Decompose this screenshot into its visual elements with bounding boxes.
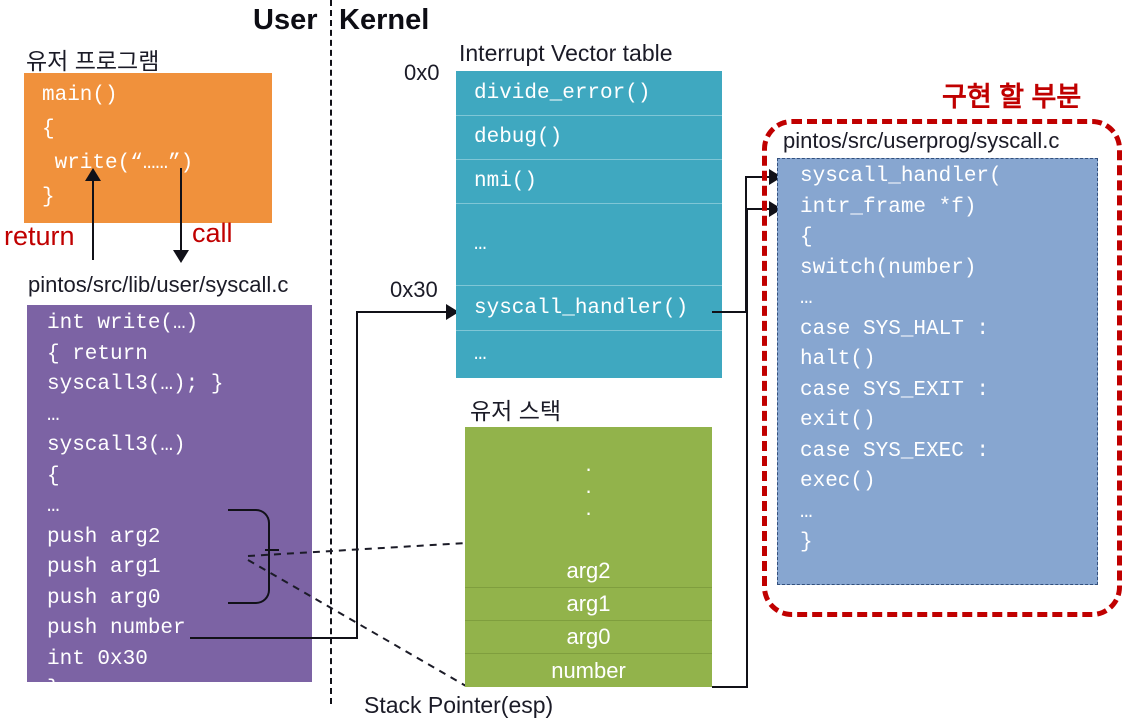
implementation-callout-label: 구현 할 부분 [942,82,1082,112]
push-args-brace-tip [265,549,279,551]
kernel-syscall-code: syscall_handler( intr_frame *f) { switch… [800,165,1002,554]
ivt-box: divide_error() debug() nmi() … syscall_h… [456,71,722,378]
return-arrow-head-icon [85,168,101,181]
kernel-side-label: Kernel [339,4,430,36]
stack-to-handler-line-vertical [746,208,748,688]
user-program-code: main() { write(“……”) } [42,84,194,209]
user-program-title: 유저 프로그램 [26,48,160,74]
stack-dot: · [584,478,593,503]
ivt-address-syscall: 0x30 [390,277,438,302]
user-stack-title: 유저 스택 [470,398,562,424]
ivt-to-handler-line-horizontal-upper [745,176,777,178]
stack-to-handler-line-horizontal-upper [746,208,777,210]
stack-pointer-label: Stack Pointer(esp) [364,692,554,718]
int-trap-arrow-head-icon [446,304,459,320]
user-stack-row: arg1 [465,588,712,621]
ivt-row: debug() [456,116,722,160]
ivt-row: … [456,204,722,286]
user-stack-row: arg0 [465,621,712,654]
lib-syscall-box: int write(…) { return syscall3(…); } … s… [27,305,312,701]
user-stack-row-number: number [551,657,626,683]
int-trap-line-horizontal-lower [190,637,358,639]
call-label: call [192,218,233,248]
user-program-box: main() { write(“……”) } [24,73,272,223]
user-stack-box: · · · arg2 arg1 arg0 number [465,427,712,687]
lib-syscall-path-label: pintos/src/lib/user/syscall.c [28,272,289,297]
user-stack-row: arg2 [465,555,712,588]
kernel-syscall-path-label: pintos/src/userprog/syscall.c [783,128,1060,153]
kernel-syscall-box: syscall_handler( intr_frame *f) { switch… [777,158,1098,585]
stack-to-handler-line-horizontal-lower [712,686,748,688]
ivt-address-top: 0x0 [404,60,440,85]
ivt-to-handler-line-horizontal-lower [712,311,747,313]
call-arrow-head-icon [173,250,189,263]
stack-dot: · [584,500,593,525]
return-arrow-line [92,175,94,260]
user-stack-ellipsis: · · · [465,427,712,555]
implementation-region-outline [762,119,1122,617]
ivt-title: Interrupt Vector table [459,40,673,66]
ivt-row: nmi() [456,160,722,204]
ivt-row: … [474,343,487,366]
return-label: return [4,221,75,251]
call-arrow-line [180,168,182,254]
user-kernel-divider [330,0,332,704]
ivt-row: divide_error() [456,71,722,116]
user-side-label: User [253,4,318,36]
push-args-brace [228,509,270,604]
int-trap-line-vertical [356,311,358,639]
stack-dot: · [584,456,593,481]
int-trap-line-horizontal-upper [356,311,454,313]
lib-syscall-code: int write(…) { return syscall3(…); } … s… [47,312,224,701]
ivt-row-syscall-handler: syscall_handler() [456,286,722,331]
